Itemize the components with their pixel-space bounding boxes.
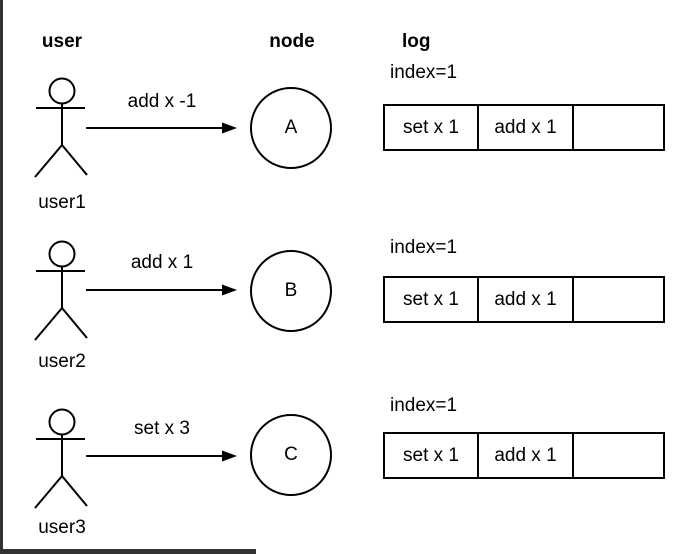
log-cell: set x 1 — [385, 278, 479, 321]
log-cell: set x 1 — [385, 106, 479, 149]
node-circle: C — [250, 414, 332, 496]
message-label: set x 3 — [134, 418, 190, 439]
log-index-label: index=1 — [390, 395, 458, 416]
log-cell: add x 1 — [479, 106, 574, 149]
stick-figure-icon — [32, 240, 92, 344]
log-table: set x 1 add x 1 — [383, 432, 665, 479]
node-circle: B — [250, 250, 332, 332]
log-index-label: index=1 — [390, 62, 458, 83]
log-table: set x 1 add x 1 — [383, 104, 665, 151]
node-label: B — [284, 280, 298, 301]
log-cell: set x 1 — [385, 434, 479, 477]
log-index-label: index=1 — [390, 237, 458, 258]
column-header-log: log — [402, 31, 431, 52]
message-label: add x 1 — [130, 252, 194, 273]
log-table: set x 1 add x 1 — [383, 276, 665, 323]
user-name-label: user1 — [38, 192, 86, 213]
stick-figure-icon — [32, 77, 92, 181]
column-header-user: user — [41, 31, 83, 52]
log-cell-empty — [574, 278, 663, 321]
canvas-frame-left-line — [0, 0, 3, 554]
arrow-icon — [86, 282, 238, 298]
node-label: A — [284, 117, 298, 138]
column-header-node: node — [269, 31, 315, 52]
log-cell-empty — [574, 434, 663, 477]
canvas-frame-bottom-line — [0, 549, 256, 554]
node-circle: A — [250, 87, 332, 169]
arrow-icon — [86, 120, 238, 136]
arrow-icon — [86, 448, 238, 464]
stick-figure-icon — [32, 408, 92, 512]
log-cell: add x 1 — [479, 278, 574, 321]
message-label: add x -1 — [127, 91, 197, 112]
node-label: C — [284, 444, 298, 465]
user-name-label: user3 — [38, 517, 86, 538]
log-cell-empty — [574, 106, 663, 149]
user-name-label: user2 — [38, 351, 86, 372]
log-cell: add x 1 — [479, 434, 574, 477]
